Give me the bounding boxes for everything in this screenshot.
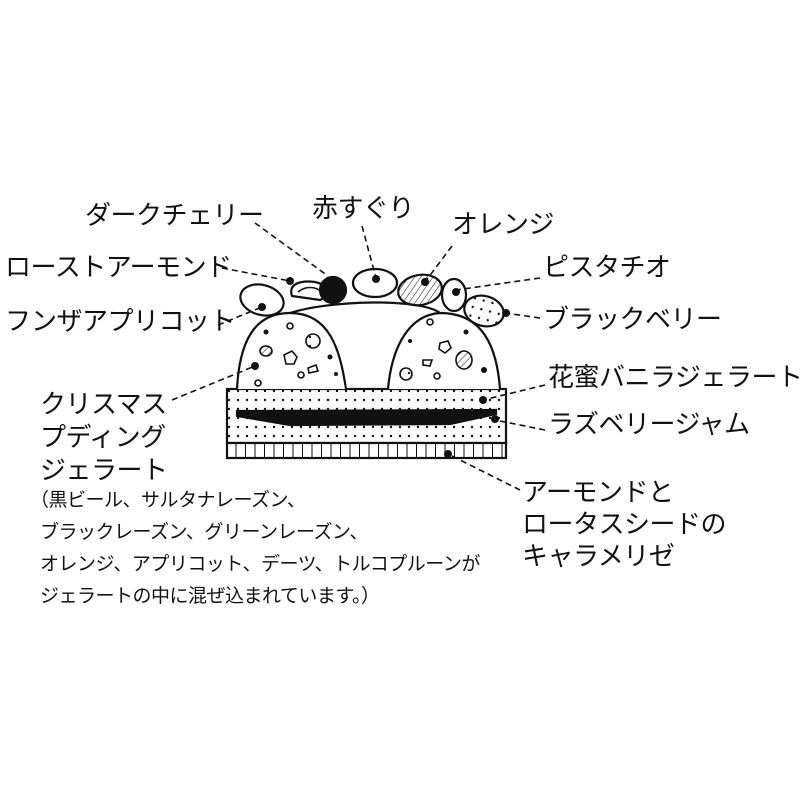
- label-dark-cherry: ダークチェリー: [85, 201, 264, 231]
- orange-slice: [397, 273, 443, 307]
- raspberry-jam-layer: [235, 408, 498, 427]
- label-red-currant: 赤すぐり: [312, 194, 415, 224]
- leader-lines: [171, 222, 546, 491]
- dark-cherry: [318, 275, 348, 305]
- pudding-note-4: ジェラートの中に混ぜ込まれています。）: [40, 585, 380, 607]
- label-caramelized-3: キャラメリゼ: [522, 542, 675, 572]
- pudding-note-2: ブラックレーズン、グリーンレーズン、: [40, 521, 368, 543]
- label-blackberry: ブラックベリー: [543, 305, 722, 335]
- pudding-note-1: （黒ビール、サルタナレーズン、: [30, 489, 306, 511]
- label-orange: オレンジ: [452, 210, 555, 240]
- label-raspberry-jam: ラズベリージャム: [548, 410, 750, 440]
- label-caramelized-2: ロータスシードの: [522, 510, 727, 540]
- apricot: [239, 283, 285, 317]
- label-pudding-gelato-2: プディング: [40, 423, 166, 453]
- blackberry: [463, 294, 505, 328]
- top-arch: [289, 301, 441, 315]
- label-pudding-gelato-1: クリスマス: [40, 390, 167, 420]
- label-roast-almond: ローストアーモンド: [5, 253, 232, 283]
- leader-dots: [251, 275, 510, 458]
- caramelized-layer: [225, 441, 508, 460]
- pudding-note-3: オレンジ、アプリコット、デーツ、トルコプルーンが: [40, 553, 480, 575]
- label-hunza-apricot: フンザアプリコット: [5, 307, 236, 337]
- label-pistachio: ピスタチオ: [543, 253, 671, 283]
- label-pudding-gelato-3: ジェラート: [40, 456, 168, 486]
- red-currant: [351, 267, 399, 299]
- label-caramelized-1: アーモンドと: [522, 478, 674, 508]
- label-vanilla-gelato: 花蜜バニラジェラート: [548, 363, 800, 393]
